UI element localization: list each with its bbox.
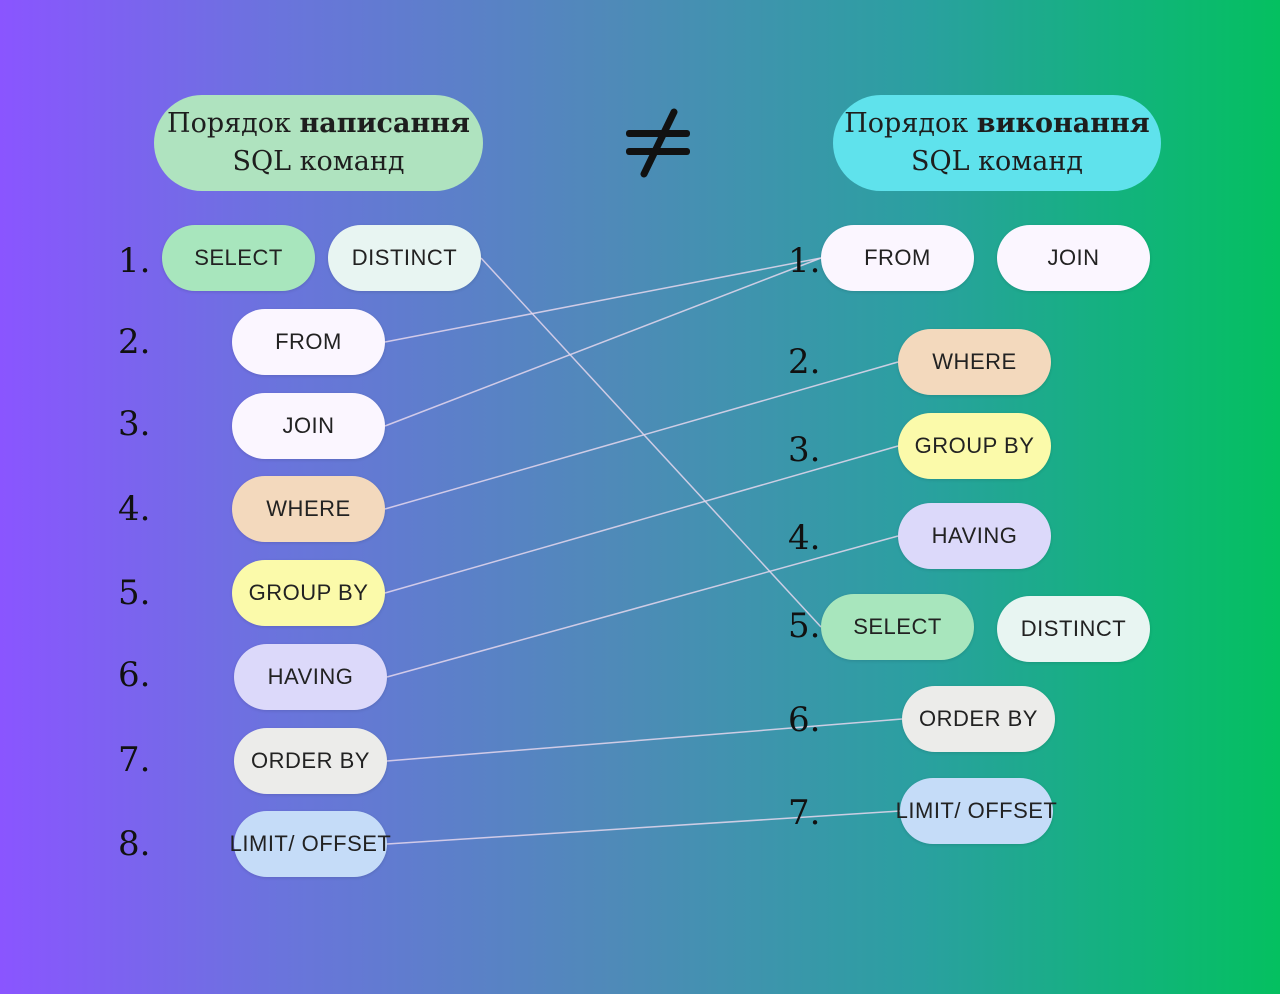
left-having-pill: HAVING bbox=[234, 644, 387, 710]
left-number-5: 5. bbox=[118, 573, 151, 613]
left-join-pill: JOIN bbox=[232, 393, 385, 459]
header-left-prefix: Порядок bbox=[167, 108, 300, 139]
left-number-1: 1. bbox=[118, 241, 151, 281]
connector-line-6 bbox=[480, 257, 822, 628]
right-select-pill: SELECT bbox=[821, 594, 974, 660]
right-number-7: 7. bbox=[788, 793, 821, 833]
header-right-line2: SQL команд bbox=[911, 146, 1083, 177]
right-number-1: 1. bbox=[788, 241, 821, 281]
left-number-6: 6. bbox=[118, 655, 151, 695]
left-number-4: 4. bbox=[118, 489, 151, 529]
right-join-pill: JOIN bbox=[997, 225, 1150, 291]
left-number-8: 8. bbox=[118, 824, 151, 864]
not-equal-icon bbox=[626, 108, 690, 178]
left-number-7: 7. bbox=[118, 740, 151, 780]
header-right-prefix: Порядок bbox=[844, 108, 977, 139]
right-from-pill: FROM bbox=[821, 225, 974, 291]
header-right-bold: виконання bbox=[976, 108, 1150, 139]
right-number-6: 6. bbox=[788, 700, 821, 740]
right-group-by-pill: GROUP BY bbox=[898, 413, 1051, 479]
right-distinct-pill: DISTINCT bbox=[997, 596, 1150, 662]
header-left-line2: SQL команд bbox=[232, 146, 405, 177]
header-left-bold: написання bbox=[299, 108, 470, 139]
left-from-pill: FROM bbox=[232, 309, 385, 375]
left-number-3: 3. bbox=[118, 404, 151, 444]
right-where-pill: WHERE bbox=[898, 329, 1051, 395]
left-number-2: 2. bbox=[118, 322, 151, 362]
right-number-4: 4. bbox=[788, 518, 821, 558]
right-having-pill: HAVING bbox=[898, 503, 1051, 569]
right-number-2: 2. bbox=[788, 342, 821, 382]
left-limit-offset-pill: LIMIT/ OFFSET bbox=[230, 811, 391, 877]
execution-order-header: Порядок виконання SQL команд bbox=[833, 95, 1161, 191]
right-limit-offset-pill: LIMIT/ OFFSET bbox=[896, 778, 1057, 844]
right-order-by-pill: ORDER BY bbox=[902, 686, 1055, 752]
left-group-by-pill: GROUP BY bbox=[232, 560, 385, 626]
right-number-5: 5. bbox=[788, 606, 821, 646]
left-order-by-pill: ORDER BY bbox=[234, 728, 387, 794]
left-where-pill: WHERE bbox=[232, 476, 385, 542]
right-number-3: 3. bbox=[788, 430, 821, 470]
writing-order-header: Порядок написання SQL команд bbox=[154, 95, 483, 191]
left-distinct-pill: DISTINCT bbox=[328, 225, 481, 291]
left-select-pill: SELECT bbox=[162, 225, 315, 291]
